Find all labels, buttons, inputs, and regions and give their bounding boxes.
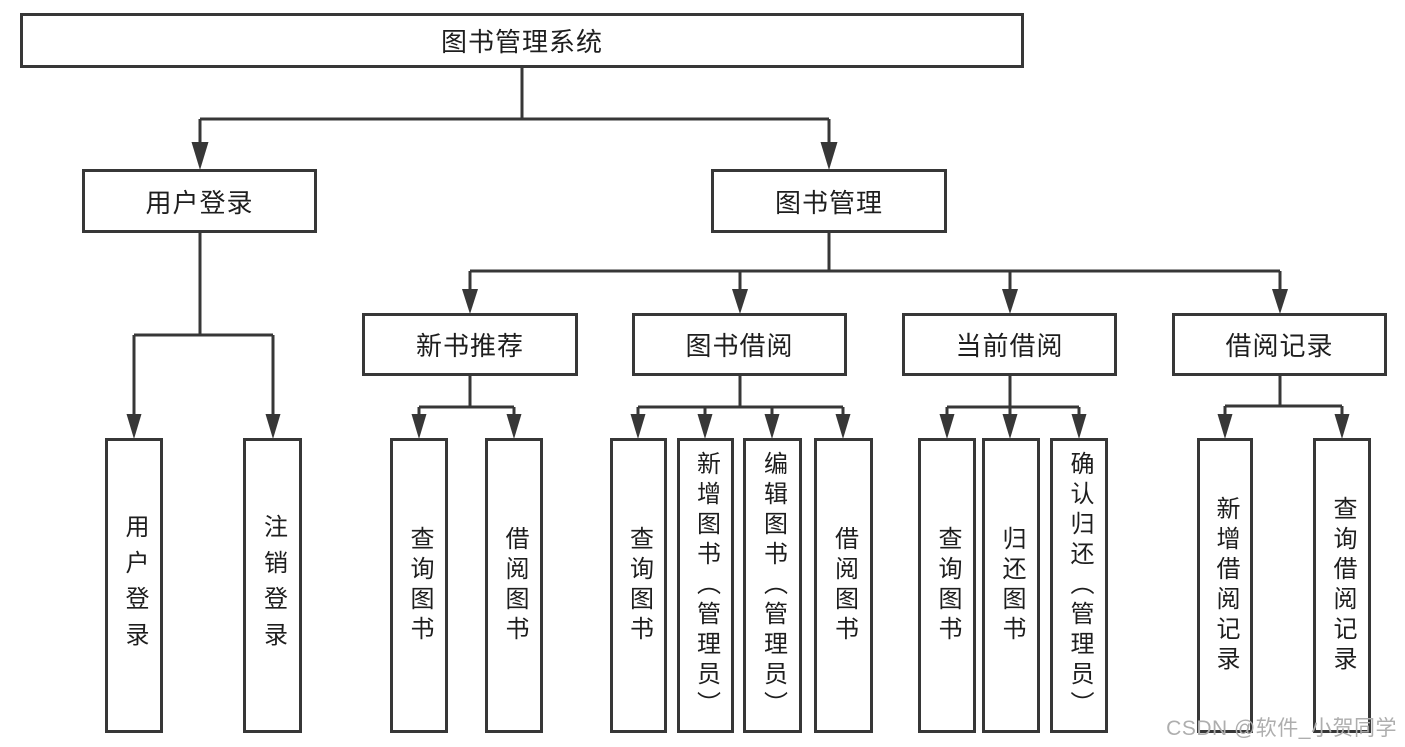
leaf-user-login: 用户登录 [105,438,163,733]
arrow-down-icon [630,414,646,439]
connector-new-book-children [417,376,516,415]
leaf-borrow-books-recommend: 借阅图书 [485,438,543,733]
node-book-borrowing: 图书借阅 [632,313,847,376]
node-label: 图书借阅 [685,331,794,361]
connector-root-to-level2 [198,68,831,143]
arrow-down-icon [126,414,142,439]
arrow-down-icon [411,414,427,439]
leaf-query-books-borrowing: 查询图书 [610,438,667,733]
node-label: 查询图书 [406,525,433,646]
node-label: 归还图书 [998,525,1025,646]
node-label: 借阅记录 [1225,331,1334,361]
arrow-down-icon [462,289,478,314]
node-label: 新增图书（管理员） [692,450,720,721]
arrow-down-icon [697,414,713,439]
leaf-logout: 注销登录 [243,438,302,733]
node-label: 查询图书 [934,525,961,646]
arrow-down-icon [764,414,780,439]
watermark-text: CSDN @软件_小贺同学 [1166,717,1397,740]
node-label: 图书管理 [774,187,883,218]
leaf-query-books-current: 查询图书 [918,438,976,733]
leaf-add-books-admin: 新增图书（管理员） [677,438,734,733]
node-label: 当前借阅 [955,331,1064,361]
arrow-down-icon [265,414,281,439]
arrowhead-icons [126,142,1350,439]
connector-current-borrowing-children [945,376,1081,415]
node-label: 图书管理系统 [440,27,603,57]
node-borrowing-records: 借阅记录 [1172,313,1387,376]
node-library-system: 图书管理系统 [20,13,1024,68]
connector-book-borrowing-children [636,376,845,415]
leaf-borrow-books: 借阅图书 [814,438,873,733]
connector-borrowing-records-children [1223,376,1344,415]
node-label: 确认归还（管理员） [1066,450,1093,721]
node-label: 用户登录 [145,187,254,218]
node-user-login: 用户登录 [82,169,317,233]
node-label: 借阅图书 [830,525,858,646]
node-label: 新书推荐 [415,331,524,361]
arrow-down-icon [506,414,522,439]
leaf-query-books-recommend: 查询图书 [390,438,448,733]
node-label: 查询借阅记录 [1329,495,1356,676]
arrow-down-icon [1217,414,1233,439]
arrow-down-icon [820,142,838,170]
node-label: 借阅图书 [501,525,528,646]
arrow-down-icon [835,414,851,439]
connector-book-management-children [468,233,1282,290]
node-label: 查询图书 [625,525,653,646]
node-new-book-recommend: 新书推荐 [362,313,578,376]
arrow-down-icon [939,414,955,439]
leaf-confirm-return-admin: 确认归还（管理员） [1050,438,1108,733]
arrow-down-icon [191,142,209,170]
node-label: 用户登录 [121,513,148,658]
leaf-add-borrow-record: 新增借阅记录 [1197,438,1253,733]
connector-user-login-children [132,233,275,415]
arrow-down-icon [1002,414,1018,439]
leaf-query-borrow-record: 查询借阅记录 [1313,438,1371,733]
node-label: 新增借阅记录 [1212,495,1239,676]
arrow-down-icon [732,289,748,314]
arrow-down-icon [1002,289,1018,314]
node-current-borrowing: 当前借阅 [902,313,1117,376]
leaf-edit-books-admin: 编辑图书（管理员） [743,438,802,733]
node-label: 注销登录 [259,513,287,658]
leaf-return-books: 归还图书 [982,438,1040,733]
node-label: 编辑图书（管理员） [759,450,787,721]
arrow-down-icon [1334,414,1350,439]
arrow-down-icon [1272,289,1288,314]
node-book-management: 图书管理 [711,169,947,233]
arrow-down-icon [1071,414,1087,439]
